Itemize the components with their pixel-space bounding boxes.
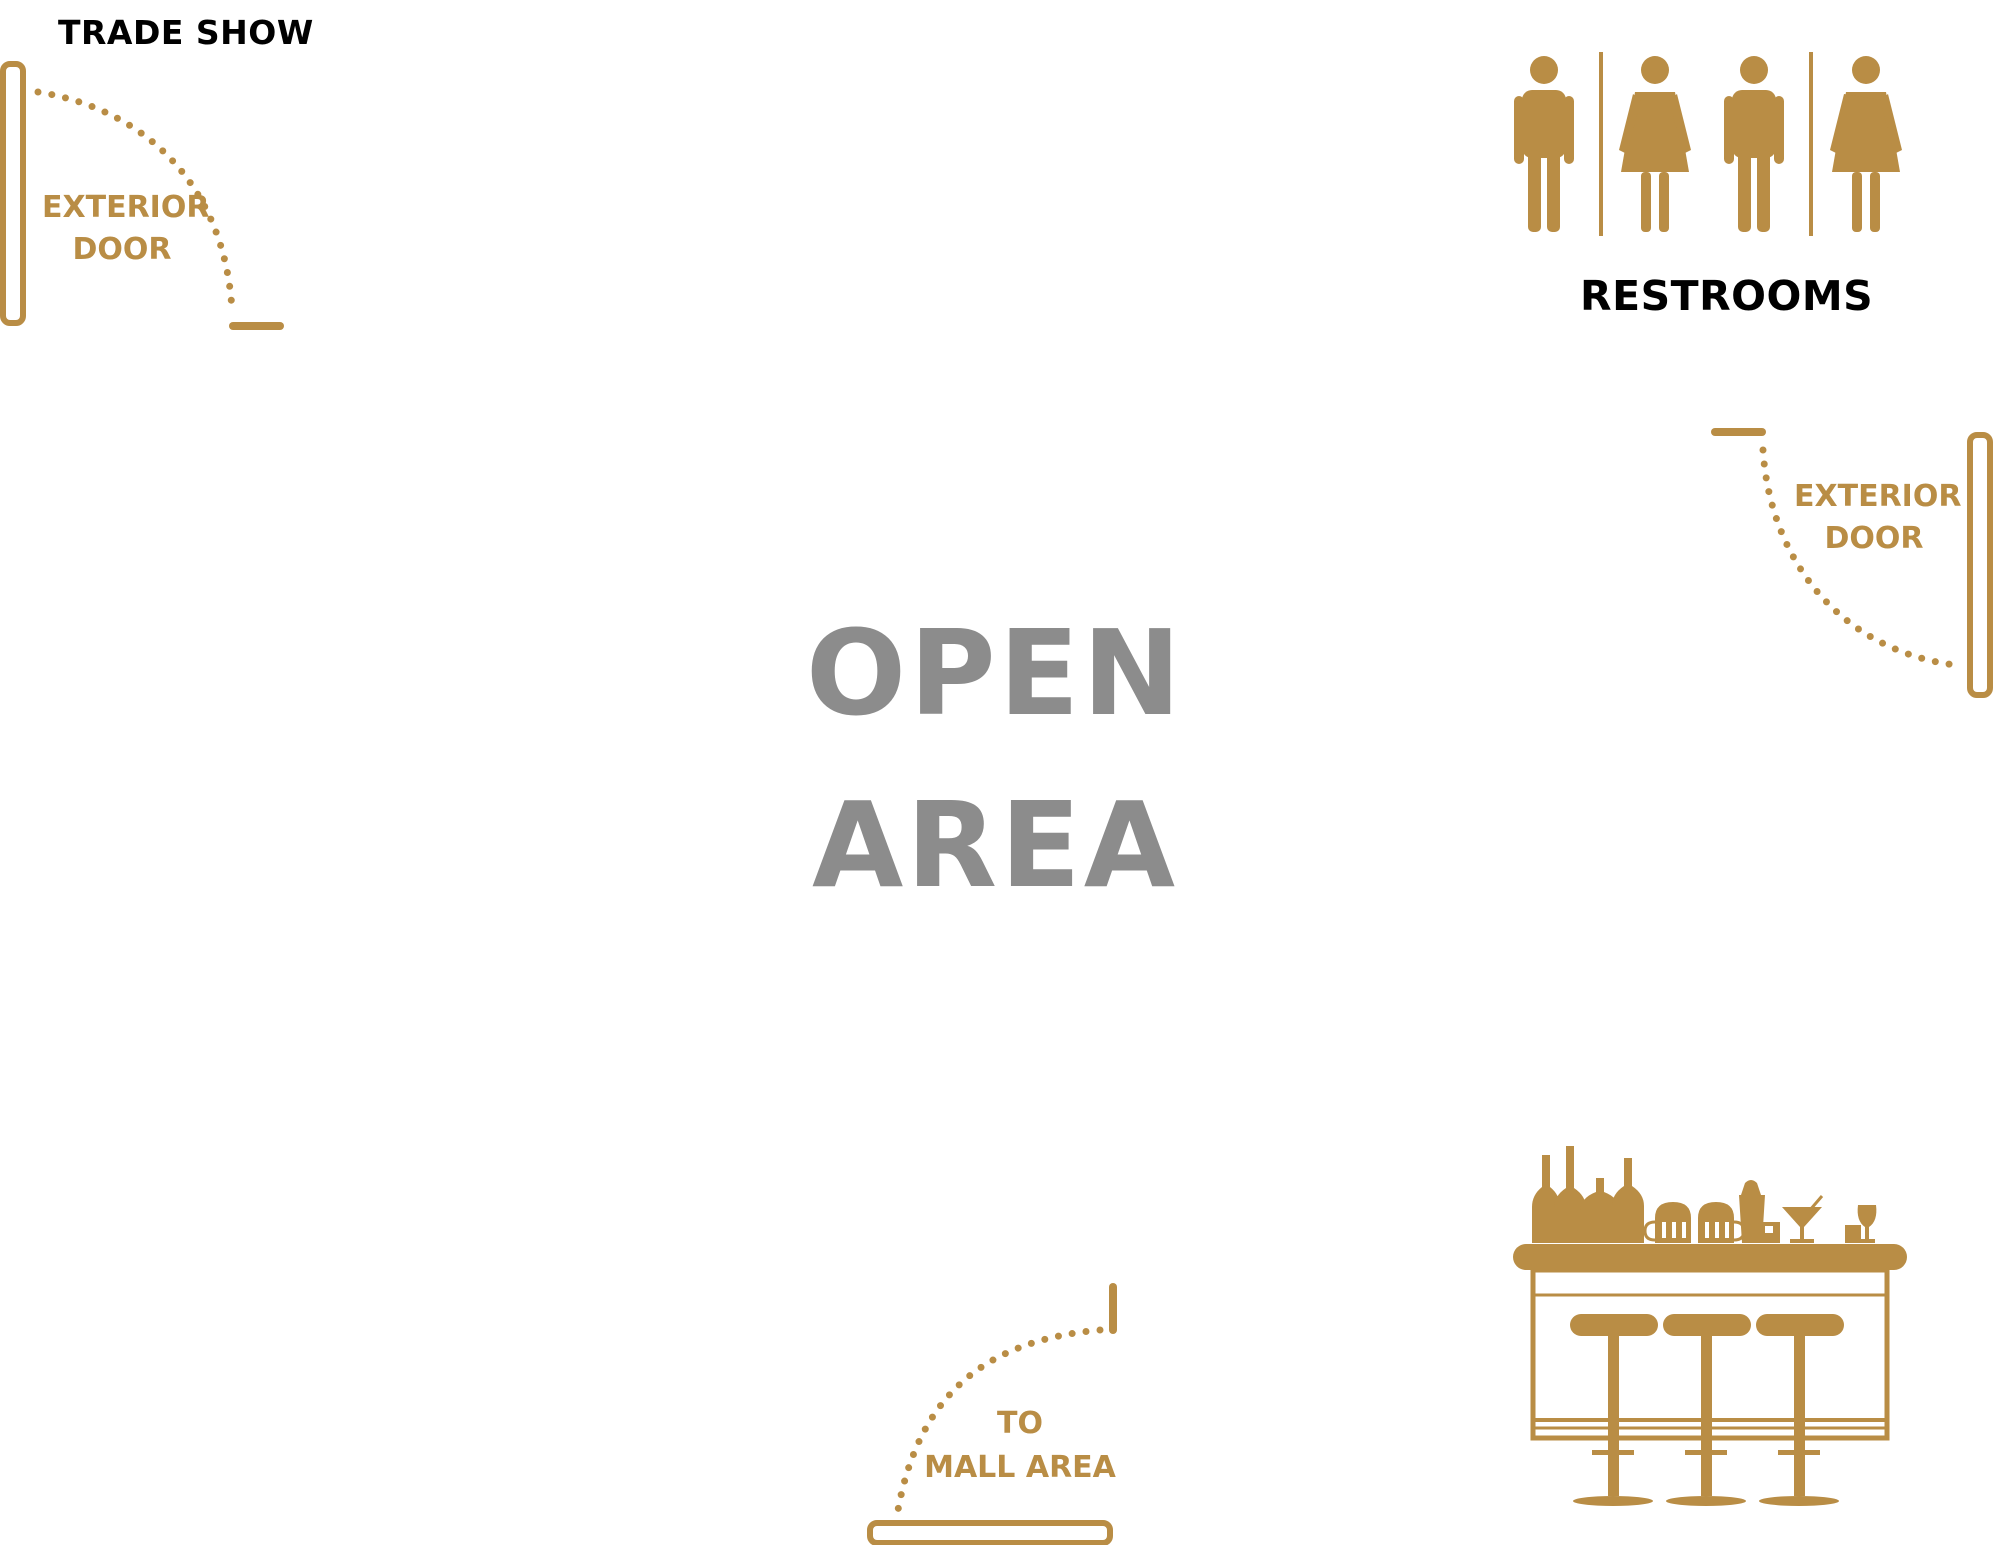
open-area-line1: OPEN bbox=[805, 604, 1185, 742]
exterior-door-right-icon bbox=[1711, 428, 1993, 698]
restrooms-label: RESTROOMS bbox=[1580, 272, 1874, 320]
trade-show-label: TRADE SHOW bbox=[58, 13, 314, 52]
exterior-door-right-label: EXTERIOR DOOR bbox=[1794, 479, 1962, 556]
bottle-icon bbox=[1532, 1155, 1560, 1243]
mall-area-label: TO MALL AREA bbox=[920, 1409, 1120, 1483]
wine-glass-icon bbox=[1857, 1205, 1877, 1243]
mall-area-line2: MALL AREA bbox=[924, 1450, 1116, 1485]
exterior-door-left-label: EXTERIOR DOOR bbox=[42, 190, 210, 267]
woman-icon bbox=[1619, 56, 1691, 232]
man-icon bbox=[1514, 56, 1574, 232]
man-icon bbox=[1724, 56, 1784, 232]
woman-icon bbox=[1830, 56, 1902, 232]
exterior-door-left-line1: EXTERIOR bbox=[42, 190, 210, 225]
exterior-door-left-icon bbox=[0, 61, 284, 330]
open-area-line2: AREA bbox=[811, 776, 1179, 914]
exterior-door-right-line2: DOOR bbox=[1824, 521, 1924, 556]
exterior-door-right-line1: EXTERIOR bbox=[1794, 479, 1962, 514]
bottle-icon bbox=[1612, 1158, 1644, 1243]
mall-door-icon bbox=[867, 1283, 1117, 1545]
whiskey-glass-icon bbox=[1845, 1225, 1861, 1243]
martini-glass-icon bbox=[1782, 1207, 1822, 1243]
bottle-icon bbox=[1580, 1178, 1620, 1243]
open-area-label: OPEN AREA bbox=[745, 614, 1245, 904]
bar-counter-icon bbox=[1513, 1146, 1907, 1506]
exterior-door-left-line2: DOOR bbox=[72, 232, 172, 267]
mall-area-line1: TO bbox=[997, 1406, 1043, 1441]
bottle-icon bbox=[1554, 1146, 1586, 1243]
shaker-icon bbox=[1739, 1180, 1765, 1243]
